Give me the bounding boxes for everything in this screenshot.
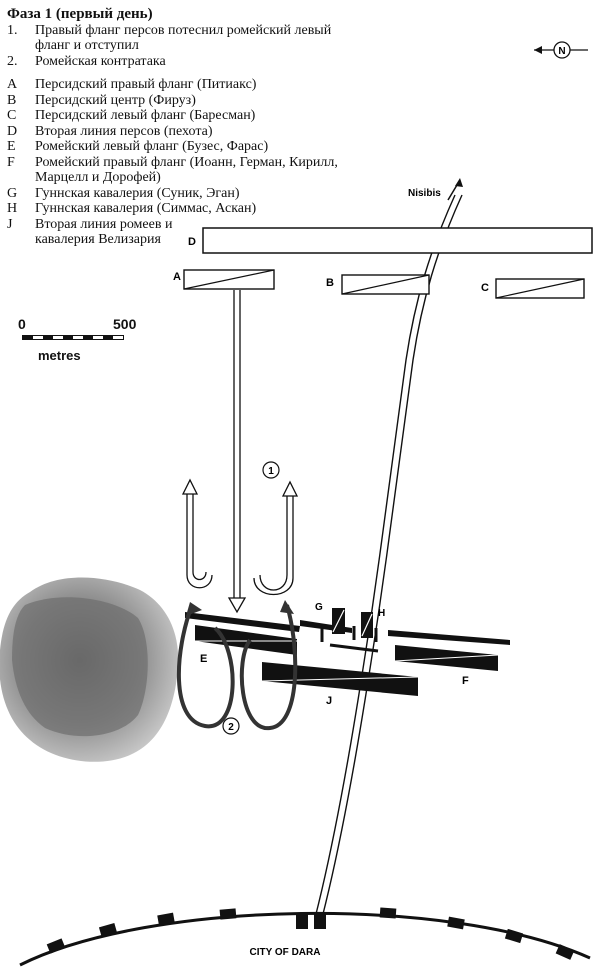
movement-2-marker: 2: [222, 717, 240, 735]
unit-B-label: B: [326, 277, 334, 289]
compass-label: N: [558, 46, 565, 57]
nisibis-label: Nisibis: [408, 188, 441, 199]
unit-D-label: D: [188, 236, 196, 248]
retreat-arrow-left: [181, 478, 213, 589]
hill-terrain: [0, 577, 179, 762]
unit-J-label: J: [326, 695, 332, 707]
unit-G-label: G: [315, 602, 323, 613]
movement-2-arrows: [176, 600, 298, 731]
unit-F-label: F: [462, 675, 469, 687]
unit-J: [261, 662, 419, 696]
scale-unit: metres: [38, 348, 81, 363]
movement-1-arrow: [227, 290, 247, 614]
unit-F: [394, 645, 499, 671]
scale-ruler: [22, 335, 124, 340]
legend-title: Фаза 1 (первый день): [7, 6, 153, 22]
unit-H: [361, 612, 373, 638]
unit-C-label: C: [481, 282, 489, 294]
movement-1-marker: 1: [262, 461, 280, 479]
svg-text:2: 2: [228, 722, 234, 733]
city-wall: [19, 907, 591, 967]
scale-bar: 0 500 metres: [18, 316, 136, 366]
unit-B: [341, 274, 430, 295]
unit-E-label: E: [200, 653, 207, 665]
retreat-arrow-right: [253, 480, 299, 596]
hun-screen-marks: [320, 626, 379, 653]
unit-H-label: H: [378, 608, 385, 619]
svg-text:1: 1: [268, 466, 274, 477]
legend-item: 1.Правый фланг персов потеснил ромейский…: [7, 22, 332, 54]
city-label: CITY OF DARA: [250, 947, 321, 958]
scale-end: 500: [113, 316, 137, 332]
unit-C: [495, 278, 585, 299]
north-arrow-icon: N: [534, 41, 588, 59]
unit-D: [202, 227, 593, 254]
legend-item: 2.Ромейская контратака: [7, 53, 166, 69]
unit-G: [332, 608, 345, 634]
legend: Фаза 1 (первый день) 1.Правый фланг перс…: [7, 6, 352, 248]
unit-A: [183, 269, 275, 290]
scale-start: 0: [18, 316, 26, 332]
unit-A-label: A: [173, 271, 181, 283]
